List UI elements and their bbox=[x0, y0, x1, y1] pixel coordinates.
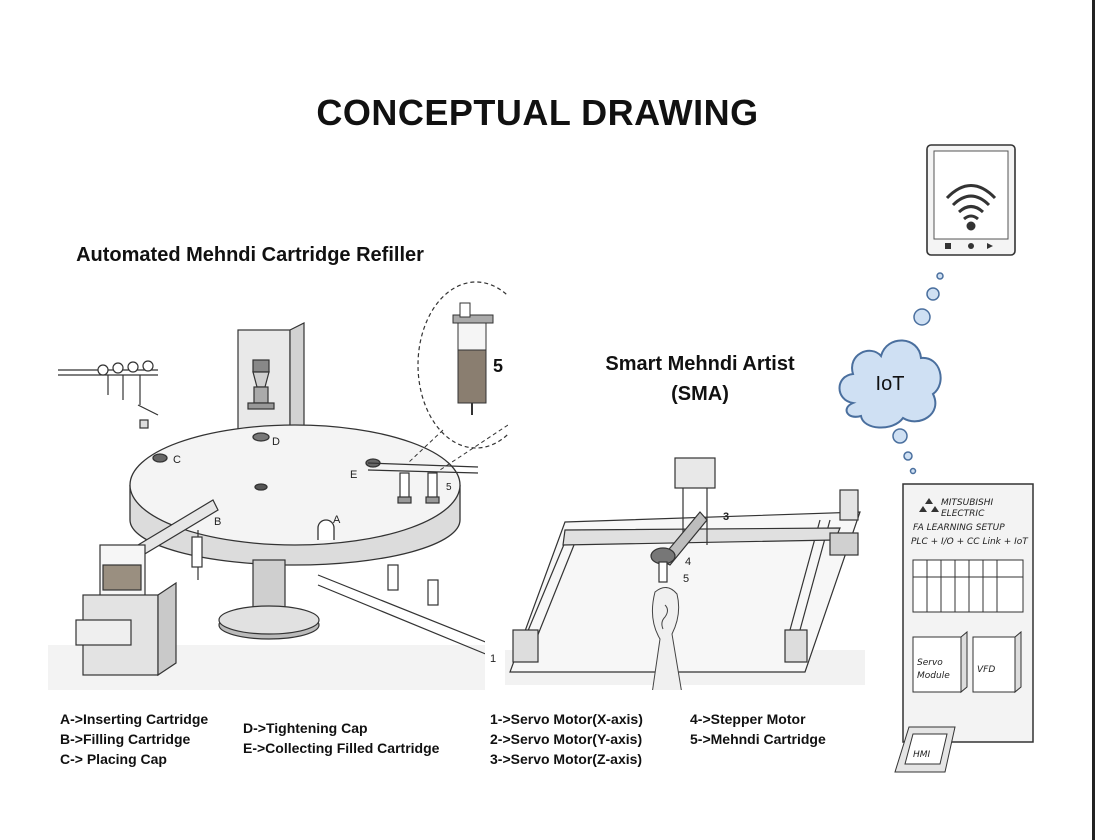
amcr-label-e: E bbox=[350, 469, 357, 481]
turntable-pedestal bbox=[218, 559, 320, 640]
gantry-frame bbox=[509, 489, 861, 673]
tablet-wifi bbox=[926, 144, 1016, 256]
amcr-label-5-small: 5 bbox=[446, 482, 452, 493]
sma-legend-item-4: 4->Stepper Motor bbox=[690, 711, 806, 727]
amcr-title-line1: Automated Mehndi Cartridge Refiller bbox=[76, 244, 424, 266]
collection-conveyor bbox=[317, 564, 504, 664]
sma-title-line1: Smart Mehndi Artist bbox=[605, 353, 795, 375]
sma-legend-item-3: 3->Servo Motor(Z-axis) bbox=[490, 751, 643, 767]
hmi-screen bbox=[894, 726, 956, 773]
servo-label-line1: Servo bbox=[917, 658, 943, 668]
sma-label-3: 3 bbox=[723, 511, 729, 523]
panel-setup-subtitle: PLC + I/O + CC Link + IoT bbox=[911, 537, 1029, 547]
amcr-legend-item-e: E->Collecting Filled Cartridge bbox=[243, 740, 440, 756]
vfd-label: VFD bbox=[977, 665, 995, 675]
mitsubishi-logo-icon bbox=[919, 498, 939, 512]
output-rail bbox=[367, 462, 479, 504]
sma-legend-item-1: 1->Servo Motor(X-axis) bbox=[490, 711, 643, 727]
x-axis-beam bbox=[562, 527, 859, 556]
filling-unit bbox=[75, 499, 219, 677]
amcr-legend-item-b: B->Filling Cartridge bbox=[60, 731, 191, 747]
amcr-label-b: B bbox=[214, 516, 221, 528]
sma-legend-item-5: 5->Mehndi Cartridge bbox=[690, 731, 826, 747]
panel-setup-title: FA LEARNING SETUP bbox=[913, 523, 1005, 533]
panel-brand-line2: ELECTRIC bbox=[941, 509, 985, 519]
rotary-turntable bbox=[129, 424, 461, 566]
thought-bubbles-top bbox=[913, 272, 944, 326]
hmi-label: HMI bbox=[913, 750, 931, 760]
sma-label-4: 4 bbox=[685, 556, 691, 568]
capping-tower bbox=[237, 322, 305, 442]
amcr-label-d: D bbox=[272, 436, 280, 448]
plc-modules bbox=[912, 559, 1024, 613]
amcr-label-a: A bbox=[333, 514, 341, 526]
servo-label-line2: Module bbox=[917, 671, 950, 681]
sma-legend-col2: 4->Stepper Motor 5->Mehndi Cartridge bbox=[690, 709, 826, 749]
wifi-icon bbox=[945, 184, 997, 231]
iot-cloud: IoT bbox=[838, 339, 942, 429]
page-right-border bbox=[1092, 0, 1095, 840]
amcr-legend-item-c: C-> Placing Cap bbox=[60, 751, 167, 767]
zoom-label-5: 5 bbox=[493, 356, 503, 376]
page-title: CONCEPTUAL DRAWING bbox=[316, 92, 759, 133]
sma-legend-col1: 1->Servo Motor(X-axis) 2->Servo Motor(Y-… bbox=[490, 709, 643, 769]
sma-drawing: 1 3 4 5 bbox=[485, 450, 885, 690]
vfd-module bbox=[972, 630, 1022, 694]
panel-brand-line1: MITSUBISHI bbox=[941, 498, 994, 508]
sma-label-5: 5 bbox=[683, 573, 689, 585]
sma-title: Smart Mehndi Artist (SMA) bbox=[560, 349, 840, 409]
cartridge-zoom-bubble bbox=[407, 281, 508, 471]
sma-title-line2: (SMA) bbox=[671, 383, 729, 405]
sma-legend-item-2: 2->Servo Motor(Y-axis) bbox=[490, 731, 643, 747]
amcr-legend-col2: D->Tightening Cap E->Collecting Filled C… bbox=[243, 718, 439, 758]
mitsubishi-panel: MITSUBISHI ELECTRIC FA LEARNING SETUP PL… bbox=[894, 483, 1034, 773]
amcr-legend-item-d: D->Tightening Cap bbox=[243, 720, 368, 736]
amcr-legend-col1: A->Inserting Cartridge B->Filling Cartri… bbox=[60, 709, 208, 769]
iot-label: IoT bbox=[876, 373, 905, 395]
amcr-legend-item-a: A->Inserting Cartridge bbox=[60, 711, 209, 727]
amcr-label-c: C bbox=[173, 454, 181, 466]
amcr-drawing: C D E B A 5 5 bbox=[48, 275, 508, 690]
servo-module bbox=[912, 630, 968, 694]
hand-sketch bbox=[651, 587, 682, 690]
cap-feeder-rail bbox=[58, 360, 159, 429]
sma-label-1: 1 bbox=[490, 653, 496, 665]
z-axis-tower bbox=[650, 457, 716, 583]
thought-bubbles-bottom bbox=[892, 428, 917, 475]
